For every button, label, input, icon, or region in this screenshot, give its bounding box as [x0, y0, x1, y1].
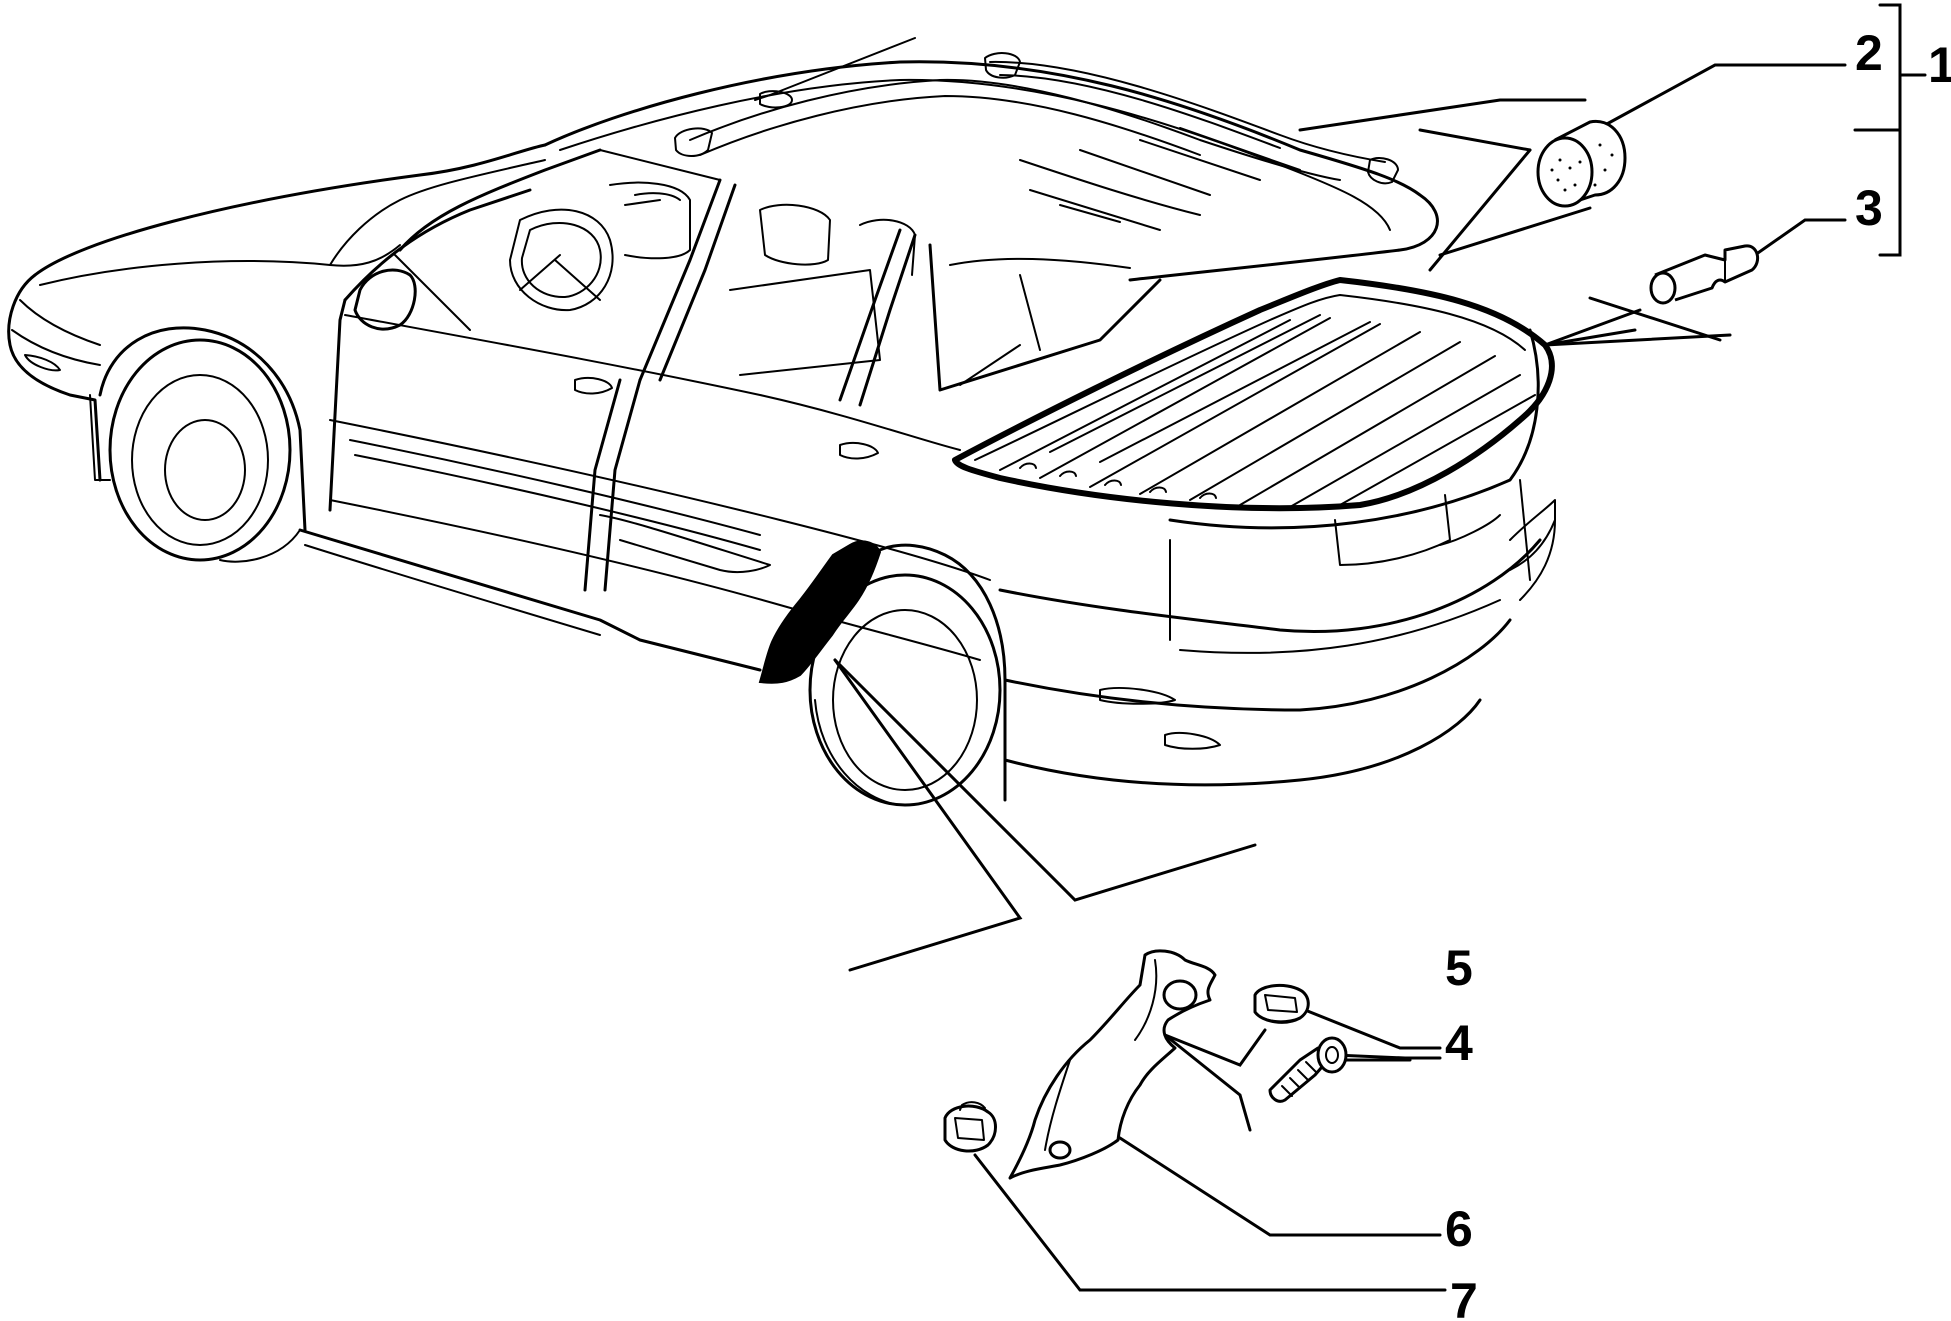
- callout-5: 5: [1445, 940, 1473, 996]
- part-7-clip: [943, 1101, 997, 1153]
- callout-6: 6: [1445, 1201, 1473, 1257]
- leader-lines: [833, 63, 1847, 1292]
- car-illustration: [7, 37, 1556, 807]
- part-3-pivot-pin: [1649, 244, 1760, 305]
- part-2-bumper-stop: [1536, 119, 1627, 208]
- part-6-pillar-trim: [1008, 949, 1217, 1180]
- part-4-screw: [1268, 1036, 1348, 1103]
- callout-1-bracket: [1853, 3, 1927, 257]
- parcel-shelf: [952, 277, 1555, 512]
- callout-1: 1: [1928, 37, 1951, 93]
- callout-4: 4: [1445, 1015, 1473, 1071]
- callout-2: 2: [1855, 25, 1883, 81]
- callout-7: 7: [1450, 1273, 1478, 1321]
- part-5-clip: [1253, 983, 1310, 1024]
- callout-3: 3: [1855, 180, 1883, 236]
- trim-panel-on-car: [758, 540, 882, 684]
